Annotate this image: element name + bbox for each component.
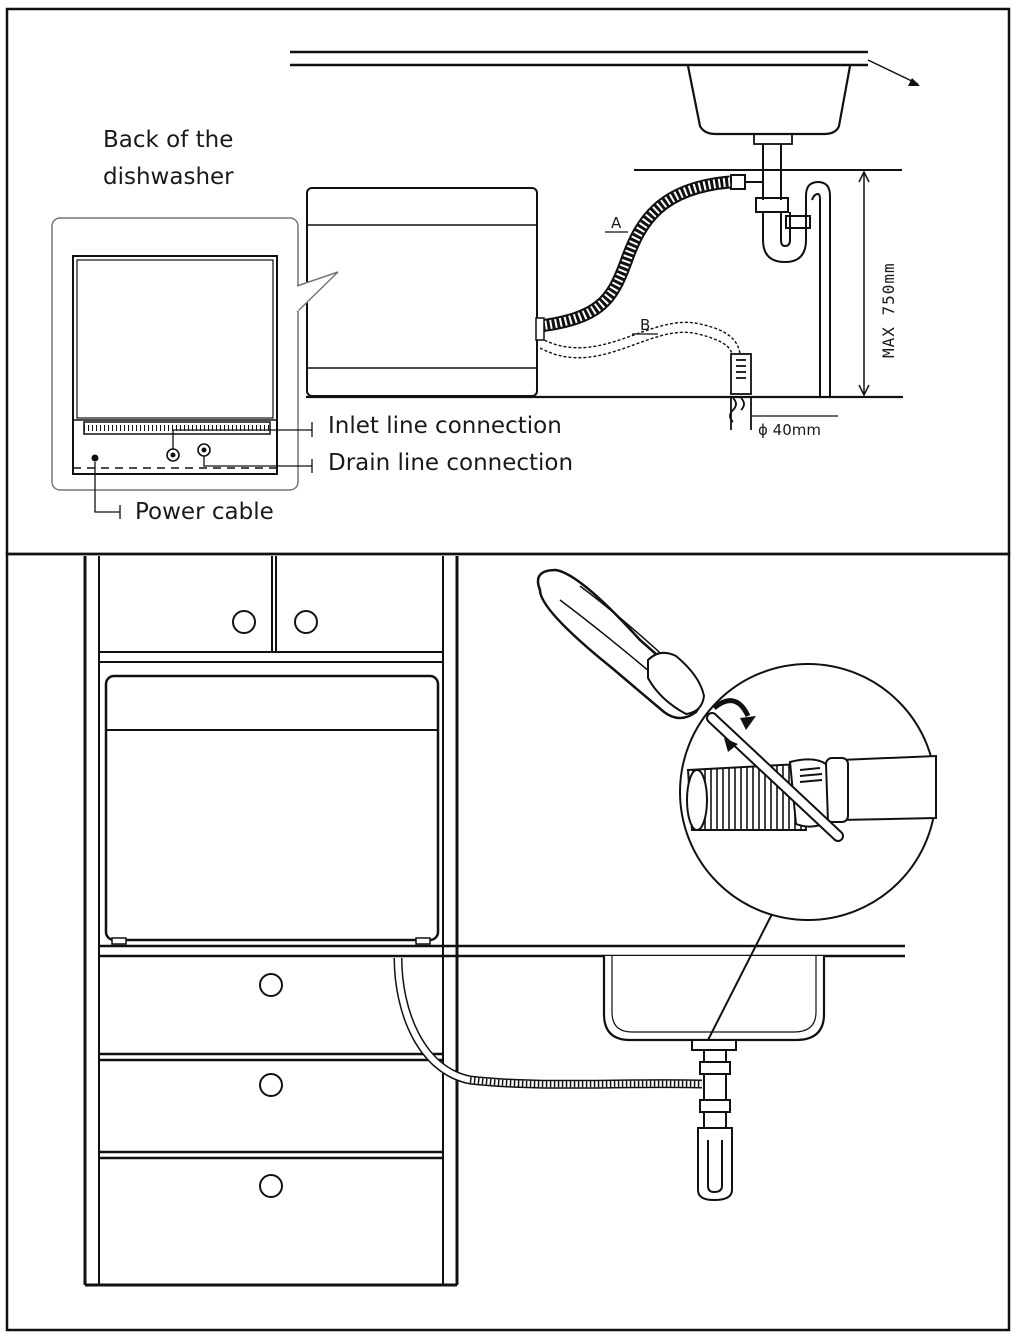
label-leaders (94, 422, 313, 519)
sink-trap (730, 144, 831, 396)
rotate-arrow-icon (712, 698, 756, 752)
counter-shelf (99, 944, 905, 958)
hose-b-label: B (640, 316, 650, 334)
sink-bowl (686, 65, 852, 136)
max-height-label: MAX 750mm (879, 262, 898, 358)
magnifier-pointer (707, 913, 773, 1041)
drain-line-label: Drain line connection (328, 450, 573, 476)
dishwasher-back-view (72, 255, 278, 475)
kitchen-cabinet (83, 556, 459, 1287)
hose-a-label: A (611, 214, 622, 232)
standpipe (729, 353, 752, 430)
callout-pointer (296, 271, 339, 313)
power-cable-label: Power cable (135, 499, 274, 525)
drawer-1-knob (259, 973, 283, 997)
drawers (99, 1052, 443, 1160)
inlet-hose-a (539, 175, 731, 333)
top-panel: ϕ 40mm MAX 750mm A B (51, 50, 920, 525)
back-of-dishwasher-label-line2: dishwasher (103, 164, 234, 190)
drain-hose-b (539, 321, 741, 355)
countertop (290, 50, 920, 86)
max-height-dimension (858, 170, 870, 397)
drawer-3-knob (259, 1174, 283, 1198)
bottom-panel (83, 556, 937, 1287)
sink-drain (753, 133, 793, 145)
inlet-line-label: Inlet line connection (328, 413, 562, 439)
dishwasher-side-unit (306, 187, 545, 397)
sink-drain-trap (691, 1039, 737, 1202)
upper-left-knob (232, 610, 256, 634)
bottom-panel-frame (5, 552, 1011, 1332)
drawer-2-knob (259, 1073, 283, 1097)
upper-right-knob (294, 610, 318, 634)
back-of-dishwasher-label-line1: Back of the (103, 127, 233, 153)
dishwasher-in-cabinet (104, 674, 440, 945)
screwdriver-icon (536, 568, 844, 842)
diameter-label: ϕ 40mm (758, 421, 821, 439)
